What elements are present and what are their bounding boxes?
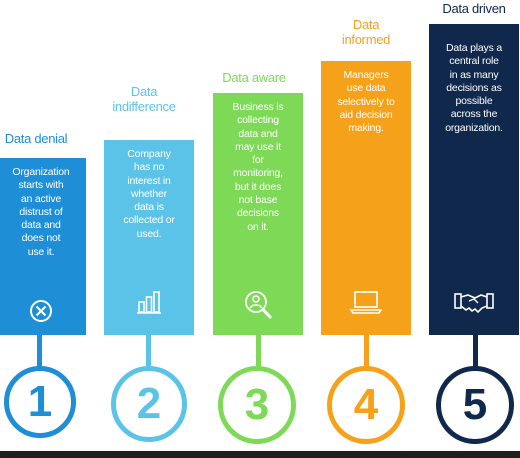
stage-1-connector <box>37 335 42 369</box>
magnifier-person-icon <box>245 291 272 319</box>
stage-2-description: Company has no interest in whether data … <box>123 148 175 240</box>
stage-2-title: Data indifference <box>112 84 176 114</box>
stage-4-title: Data informed <box>341 17 391 47</box>
stage-1-number: 1 <box>4 366 76 438</box>
stage-1-title: Data denial <box>4 131 68 146</box>
stage-3-connector <box>256 335 261 369</box>
laptop-icon <box>349 291 383 314</box>
stage-5-title: Data driven <box>442 1 506 16</box>
stage-3-number: 3 <box>218 366 296 444</box>
x-circle-icon <box>30 300 52 322</box>
stage-2-bar: Company has no interest in whether data … <box>104 140 194 335</box>
bottom-edge-strip <box>0 451 520 458</box>
stage-4-description: Managers use data selectively to aid dec… <box>337 69 395 135</box>
stage-3-title: Data aware <box>222 70 286 85</box>
stage-3-bar: Business is collecting data and may use … <box>213 93 303 335</box>
stage-2-connector <box>146 335 151 369</box>
handshake-icon <box>454 293 494 314</box>
stage-4-number: 4 <box>327 366 405 444</box>
stage-3-description: Business is collecting data and may use … <box>232 101 284 233</box>
stage-4-connector <box>364 335 369 369</box>
bar-chart-icon <box>137 291 161 314</box>
stage-5-connector <box>473 335 478 369</box>
stage-5-bar: Data plays a central role in as many dec… <box>429 24 519 335</box>
stage-1-bar: Organization starts with an active distr… <box>0 158 86 335</box>
stage-1-description: Organization starts with an active distr… <box>12 166 70 258</box>
stage-2-number: 2 <box>111 366 187 442</box>
stage-4-bar: Managers use data selectively to aid dec… <box>321 61 411 335</box>
stage-5-number: 5 <box>436 366 514 444</box>
stage-5-description: Data plays a central role in as many dec… <box>445 42 503 134</box>
